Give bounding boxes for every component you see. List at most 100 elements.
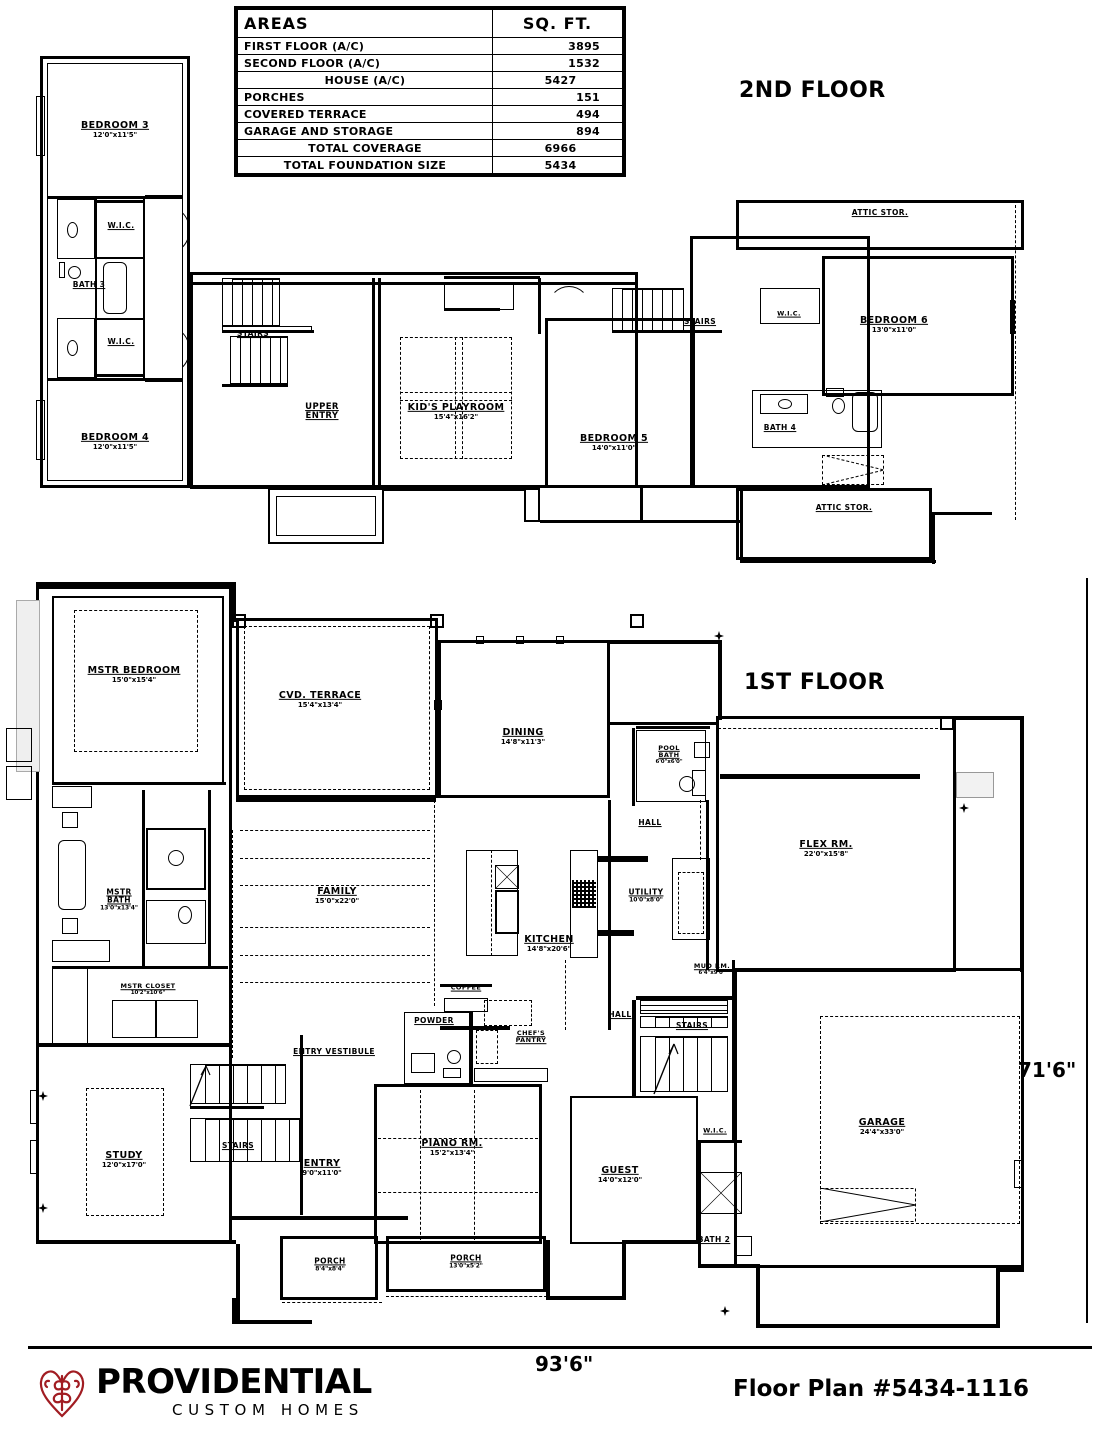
wall	[384, 488, 524, 491]
closet-shelving	[52, 968, 88, 1046]
plan-number: Floor Plan #5434-1116	[733, 1376, 1030, 1402]
wall	[636, 726, 710, 729]
wall	[232, 1216, 408, 1220]
stairs-landing	[640, 1000, 728, 1014]
playroom-ceiling-grid	[400, 337, 512, 459]
room-kids-playroom: KID'S PLAYROOM 15'4"x16'2"	[407, 401, 505, 421]
step-line	[386, 1296, 552, 1297]
area-label: FIRST FLOOR (A/C)	[237, 37, 493, 55]
table-row: HOUSE (A/C) 5427	[237, 71, 623, 89]
wall	[444, 276, 540, 279]
wall	[470, 1012, 473, 1084]
areas-table: AREAS SQ. FT. FIRST FLOOR (A/C) 3895 SEC…	[234, 6, 626, 177]
closet	[57, 318, 95, 378]
ceiling-grid-line	[420, 1090, 421, 1240]
garage-storage-hatch-icon	[819, 1187, 917, 1223]
beam-line	[240, 830, 430, 831]
fixture	[694, 742, 710, 758]
line	[700, 800, 701, 860]
wall	[192, 282, 638, 285]
column	[430, 614, 444, 628]
toilet	[832, 398, 845, 414]
room-porch-2: PORCH 13'0"x5'2"	[449, 1253, 483, 1270]
soaking-tub	[58, 840, 86, 910]
coffee-counter	[444, 998, 488, 1012]
wall	[47, 378, 183, 381]
beam-line	[240, 982, 430, 983]
room-wic-2: W.I.C.	[107, 337, 135, 347]
fixture	[59, 262, 65, 278]
brand-tagline: CUSTOM HOMES	[172, 1400, 364, 1419]
line	[565, 960, 566, 1030]
counter	[52, 786, 92, 808]
beam-line	[240, 885, 430, 886]
shower	[700, 1172, 742, 1214]
wall	[236, 796, 436, 802]
table-row: SECOND FLOOR (A/C) 1532	[237, 54, 623, 72]
window	[516, 636, 524, 644]
area-label: COVERED TERRACE	[237, 105, 493, 123]
stairs-upper-left	[222, 278, 280, 326]
room-bedroom-6: BEDROOM 6 13'0"x11'0"	[859, 314, 929, 334]
window	[556, 636, 564, 644]
wall	[232, 586, 236, 622]
room-bedroom-4: BEDROOM 4 12'0"x11'5"	[80, 431, 150, 451]
area-value: 5427	[492, 71, 623, 89]
closet	[57, 199, 95, 259]
wall	[440, 984, 492, 987]
study-ceiling	[86, 1088, 164, 1216]
soffit	[718, 728, 938, 729]
cooktop	[495, 865, 519, 889]
garage-slab-line	[820, 1016, 1020, 1224]
stairs-1f-left-lower	[190, 1118, 300, 1162]
wall	[956, 716, 1024, 720]
room-wic-3: W.I.C.	[777, 309, 801, 318]
room-bath-4: BATH 4	[763, 423, 797, 433]
ceiling-grid-line	[400, 392, 512, 393]
powder-outline	[404, 1012, 470, 1084]
room-stairs-2f-right: STAIRS	[683, 317, 717, 327]
ceiling-grid-line	[462, 337, 463, 459]
vanity	[411, 1053, 435, 1073]
garage-door	[1014, 1160, 1024, 1188]
beam-line	[240, 955, 430, 956]
wall	[372, 278, 375, 486]
area-value: 5434	[492, 156, 623, 174]
wall	[932, 512, 935, 564]
porch-1-outline	[280, 1236, 378, 1300]
vanity	[692, 770, 706, 796]
room-mstr-bedroom: MSTR BEDROOM 15'0"x15'4"	[87, 664, 181, 684]
wall	[36, 582, 236, 586]
stairs-direction-arrow-icon	[186, 1062, 212, 1108]
wall	[222, 384, 288, 387]
room-wic-garage: W.I.C.	[703, 1126, 727, 1135]
room-attic-stor-top: ATTIC STOR.	[851, 208, 909, 218]
wall	[36, 1240, 236, 1244]
ceiling-grid-line	[474, 1090, 475, 1240]
wall	[732, 960, 735, 1140]
beam-line	[240, 858, 430, 859]
roof-line	[1015, 200, 1016, 520]
vanity	[760, 394, 808, 414]
room-piano-rm: PIANO RM. 15'2"x13'4"	[421, 1137, 483, 1157]
corner-marker-icon	[38, 1200, 48, 1218]
door-swing-icon	[548, 286, 590, 328]
room-bath-2: BATH 2	[697, 1235, 731, 1245]
wall	[698, 1264, 758, 1268]
wall	[640, 488, 643, 522]
wall	[612, 330, 722, 333]
right-core-outline	[690, 236, 870, 488]
porch-2-outline	[386, 1236, 546, 1292]
room-hall-lower: HALL	[608, 1010, 632, 1020]
terrace-ceiling	[244, 626, 430, 790]
exterior-stone-texture	[16, 600, 40, 772]
ceiling-grid-line	[378, 1138, 538, 1139]
room-stairs-1f-left: STAIRS	[221, 1141, 255, 1151]
wall	[698, 1140, 701, 1268]
table-row: TOTAL FOUNDATION SIZE 5434	[237, 156, 623, 174]
beam-line	[240, 927, 430, 928]
wall	[706, 800, 709, 970]
room-bedroom-3: BEDROOM 3 12'0"x11'5"	[80, 119, 150, 139]
wall	[610, 640, 722, 644]
